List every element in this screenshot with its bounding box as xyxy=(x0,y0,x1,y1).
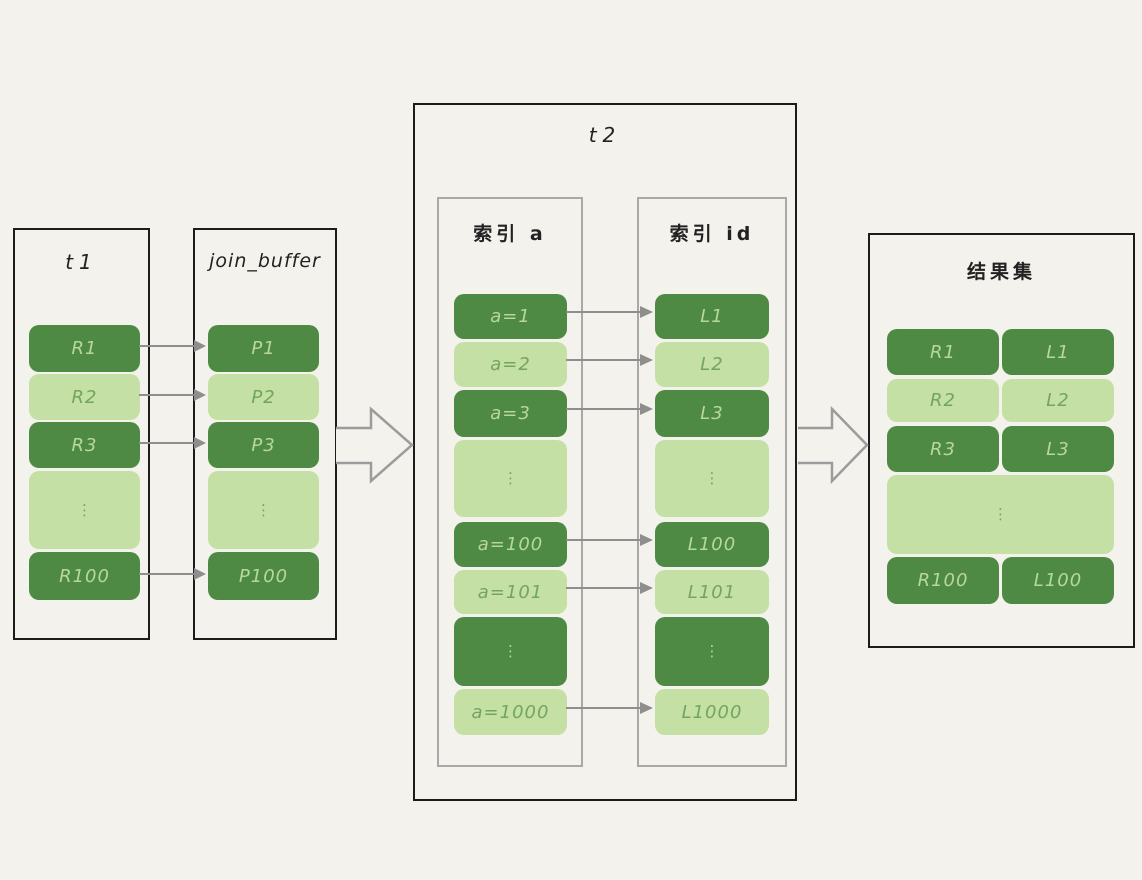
block-arrow-icon xyxy=(798,405,869,485)
table-row: a=3 xyxy=(454,390,567,437)
cell-label: R1 xyxy=(930,341,956,363)
row-label: ⋮ xyxy=(77,500,92,519)
row-label: P100 xyxy=(238,565,289,587)
cell-label: L1 xyxy=(1046,341,1070,363)
index-a-box: 索引 a a=1 a=2 a=3 ⋮ a=100 a=101 ⋮ a=1000 xyxy=(437,197,583,767)
row-label: L101 xyxy=(687,581,737,603)
cell-label: L2 xyxy=(1046,390,1070,411)
table-row: R1 xyxy=(29,325,140,372)
table-row: a=100 xyxy=(454,522,567,567)
table-cell: L1 xyxy=(1002,329,1114,375)
table-row: L2 xyxy=(655,342,769,387)
row-label: a=100 xyxy=(477,534,544,555)
table-row-ellipsis: ⋮ xyxy=(887,475,1114,554)
table-row-ellipsis: ⋮ xyxy=(655,440,769,517)
row-label: R3 xyxy=(71,434,98,456)
row-label: ⋮ xyxy=(503,469,518,487)
join-buffer-title: join_buffer xyxy=(209,250,321,272)
row-label: a=1000 xyxy=(471,701,550,723)
table-row: R3 xyxy=(29,422,140,468)
table-row: P1 xyxy=(208,325,319,372)
table-cell: R2 xyxy=(887,379,999,422)
t1-table-box: t1 R1 R2 R3 ⋮ R100 xyxy=(13,228,150,640)
result-set-title: 结果集 xyxy=(966,261,1036,283)
index-a-title: 索引 a xyxy=(473,223,547,245)
cell-label: L3 xyxy=(1046,438,1070,460)
row-label: R2 xyxy=(71,386,98,408)
cell-label: R100 xyxy=(917,570,969,591)
row-label: a=3 xyxy=(490,403,531,424)
table-row-ellipsis: ⋮ xyxy=(208,471,319,549)
row-label: L2 xyxy=(700,354,724,375)
row-label: ⋮ xyxy=(256,500,271,519)
table-cell: R100 xyxy=(887,557,999,604)
table-row: a=1 xyxy=(454,294,567,339)
table-cell: R1 xyxy=(887,329,999,375)
row-label: a=2 xyxy=(490,354,531,375)
table-row: L100 xyxy=(655,522,769,567)
cell-label: R2 xyxy=(930,390,956,411)
table-row: L3 xyxy=(655,390,769,437)
row-label: ⋮ xyxy=(704,469,720,487)
join-buffer-box: join_buffer P1 P2 P3 ⋮ P100 xyxy=(193,228,337,640)
row-label: ⋮ xyxy=(704,642,720,660)
row-label: L100 xyxy=(687,534,737,555)
table-row: a=1000 xyxy=(454,689,567,735)
row-label: P2 xyxy=(251,386,276,408)
row-label: P3 xyxy=(251,434,276,456)
table-row: a=101 xyxy=(454,570,567,614)
row-label: R1 xyxy=(71,338,98,359)
table-row-ellipsis: ⋮ xyxy=(454,617,567,686)
row-label: L1 xyxy=(700,306,724,327)
table-row: P100 xyxy=(208,552,319,600)
index-id-box: 索引 id L1 L2 L3 ⋮ L100 L101 ⋮ L1000 xyxy=(637,197,787,767)
table-row: R2 xyxy=(29,374,140,420)
cell-label: R3 xyxy=(930,438,956,460)
cell-label: L100 xyxy=(1033,570,1083,591)
table-row: L101 xyxy=(655,570,769,614)
row-label: L1000 xyxy=(681,701,743,723)
row-label: L3 xyxy=(700,403,724,424)
table-row: P2 xyxy=(208,374,319,420)
table-row-ellipsis: ⋮ xyxy=(454,440,567,517)
table-row-ellipsis: ⋮ xyxy=(29,471,140,549)
table-cell: R3 xyxy=(887,426,999,472)
row-label: R100 xyxy=(59,565,110,587)
table-row: P3 xyxy=(208,422,319,468)
t2-table-box: t2 索引 a a=1 a=2 a=3 ⋮ a=100 a=101 ⋮ a=10… xyxy=(413,103,797,801)
t2-title: t2 xyxy=(588,123,622,147)
block-arrow-icon xyxy=(336,406,414,484)
table-cell: L2 xyxy=(1002,379,1114,422)
index-id-title: 索引 id xyxy=(669,223,755,245)
table-cell: L100 xyxy=(1002,557,1114,604)
result-set-box: 结果集 R1 L1 R2 L2 R3 L3 ⋮ R100 L100 xyxy=(868,233,1135,648)
row-label: ⋮ xyxy=(503,642,518,660)
table-row: R100 xyxy=(29,552,140,600)
t1-title: t1 xyxy=(65,250,98,274)
row-label: ⋮ xyxy=(993,505,1008,523)
table-row-ellipsis: ⋮ xyxy=(655,617,769,686)
table-row: L1000 xyxy=(655,689,769,735)
table-row: L1 xyxy=(655,294,769,339)
table-row: a=2 xyxy=(454,342,567,387)
table-cell: L3 xyxy=(1002,426,1114,472)
row-label: a=101 xyxy=(477,581,544,603)
row-label: a=1 xyxy=(490,306,531,327)
row-label: P1 xyxy=(251,338,276,359)
